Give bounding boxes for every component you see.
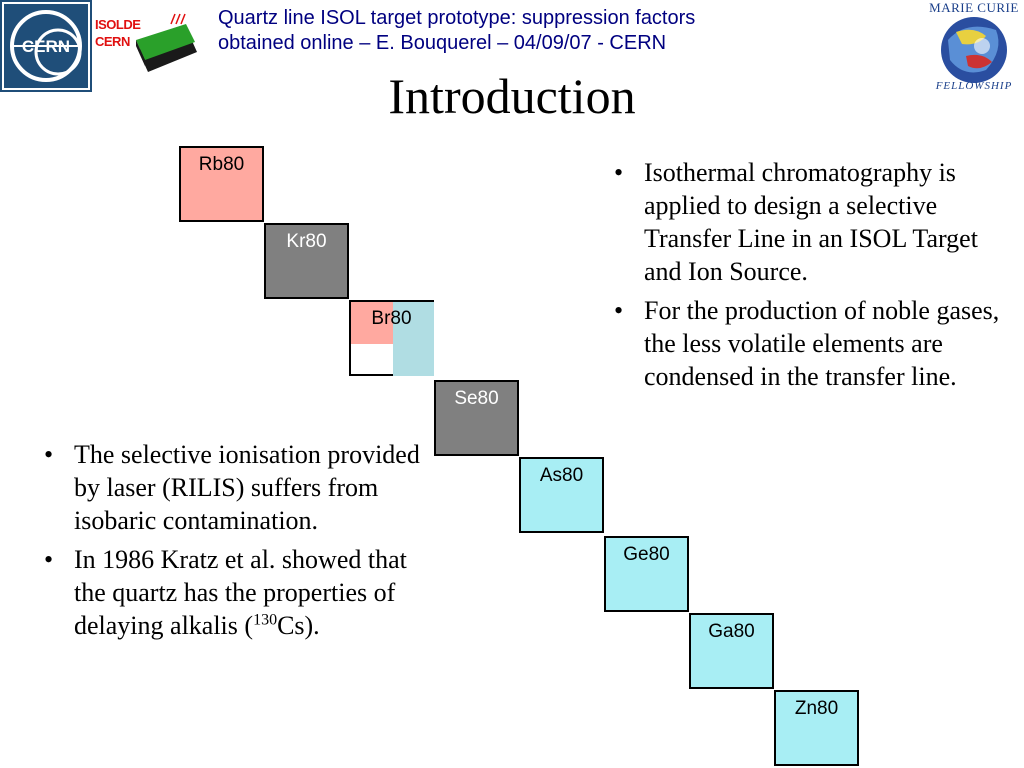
isolde-logo-text: ISOLDE CERN <box>95 16 141 50</box>
cell-ge80-label: Ge80 <box>623 544 670 565</box>
cell-zn80-label: Zn80 <box>794 698 839 719</box>
cell-se80: Se80 <box>434 380 519 456</box>
left-bullet-2-text-end: Cs). <box>277 611 320 640</box>
header-line-2: obtained online – E. Bouquerel – 04/09/0… <box>218 32 667 54</box>
right-bullet-list: Isothermal chromatography is applied to … <box>606 156 1016 399</box>
cell-ga80: Ga80 <box>689 613 774 689</box>
cell-ga80-label: Ga80 <box>708 621 755 642</box>
cell-kr80: Kr80 <box>264 223 349 299</box>
cell-ge80: Ge80 <box>604 536 689 612</box>
cell-rb80: Rb80 <box>179 146 264 222</box>
left-bullet-2-text: In 1986 Kratz et al. showed that the qua… <box>74 545 407 640</box>
cell-as80: As80 <box>519 457 604 533</box>
cell-rb80-label: Rb80 <box>198 154 245 175</box>
slide-title: Introduction <box>388 68 636 124</box>
marie-curie-logo-top-text: MARIE CURIE <box>929 0 1019 15</box>
slide-header: Quartz line ISOL target prototype: suppr… <box>218 6 908 56</box>
right-bullet-1: Isothermal chromatography is applied to … <box>606 156 1016 288</box>
cell-as80-label: As80 <box>539 465 584 486</box>
marie-curie-logo-bottom-text: FELLOWSHIP <box>935 80 1013 92</box>
isolde-logo <box>93 10 203 85</box>
left-bullet-1: The selective ionisation provided by las… <box>36 438 436 537</box>
cell-zn80: Zn80 <box>774 690 859 766</box>
left-bullet-2-superscript: 130 <box>253 611 278 629</box>
right-bullet-2: For the production of noble gases, the l… <box>606 294 1016 393</box>
isolde-logo-line2: CERN <box>95 34 130 49</box>
cell-br80-blue-part <box>393 302 434 376</box>
cell-br80: Br80 <box>349 300 434 376</box>
cell-br80-pink-part <box>351 302 393 344</box>
header-line-1: Quartz line ISOL target prototype: suppr… <box>218 7 696 29</box>
cern-logo: CERN <box>0 0 92 92</box>
cell-se80-label: Se80 <box>454 388 499 409</box>
left-bullet-2: In 1986 Kratz et al. showed that the qua… <box>36 543 436 642</box>
cell-br80-label: Br80 <box>371 308 412 329</box>
left-bullet-list: The selective ionisation provided by las… <box>36 438 436 648</box>
marie-curie-logo <box>926 0 1022 96</box>
cern-logo-text: CERN <box>22 37 70 56</box>
isolde-logo-line1: ISOLDE <box>95 17 141 32</box>
cell-kr80-label: Kr80 <box>286 231 327 252</box>
